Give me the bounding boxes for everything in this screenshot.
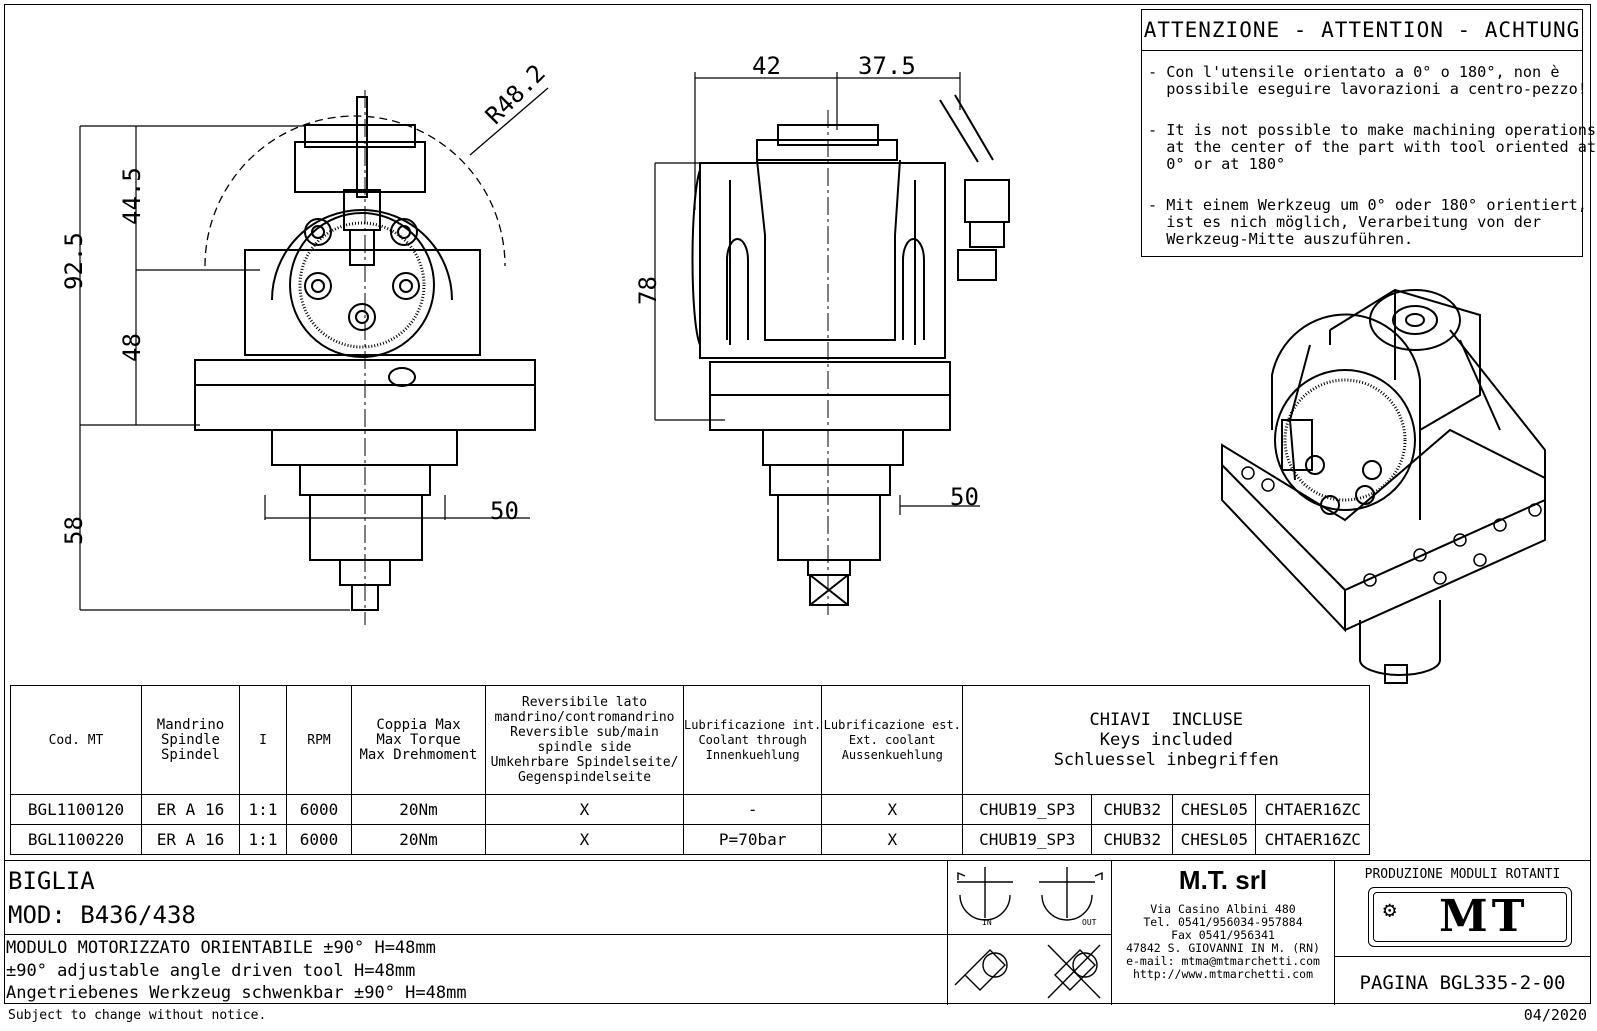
dim-total-height: 92.5 — [60, 232, 88, 290]
brand: BIGLIA — [8, 867, 95, 895]
cell-reversible: X — [485, 824, 684, 855]
desc-german: Angetriebenes Werkzeug schwenkbar ±90° H… — [6, 983, 467, 1003]
dim-side-height: 78 — [634, 276, 662, 305]
rotation-symbols — [954, 867, 1103, 999]
attention-box: ATTENZIONE - ATTENTION - ACHTUNG - Con l… — [1141, 9, 1597, 257]
in-label: IN — [982, 918, 992, 927]
table-header-row: Cod. MT Mandrino Spindle Spindel I RPM C… — [10, 685, 1371, 795]
cell-lub-ext: X — [821, 794, 964, 825]
cell-rpm: 6000 — [286, 824, 352, 855]
company-name: M.T. srl — [1178, 865, 1268, 895]
out-label: OUT — [1082, 918, 1097, 927]
mt-logo: ⚙ MT — [1368, 887, 1572, 947]
side-view — [654, 72, 1010, 615]
header-keys: CHIAVI INCLUSE Keys included Schluessel … — [962, 685, 1371, 795]
gear-icon: ⚙ — [1383, 898, 1397, 923]
header-spindle: Mandrino Spindle Spindel — [141, 685, 240, 795]
isometric-view — [1221, 288, 1546, 684]
spec-table: Cod. MT Mandrino Spindle Spindel I RPM C… — [10, 685, 1371, 855]
dim-side-right: 37.5 — [858, 52, 916, 80]
cell-code: BGL1100220 — [10, 824, 142, 855]
logo-text: MT — [1439, 891, 1529, 942]
attention-english: - It is not possible to make machining o… — [1148, 121, 1597, 173]
header-rpm: RPM — [286, 685, 352, 795]
model: MOD: B436/438 — [8, 901, 196, 929]
page-number: PAGINA BGL335-2-00 — [1359, 972, 1566, 994]
cell-ratio: 1:1 — [239, 824, 287, 855]
dim-bottom-height: 58 — [60, 516, 88, 545]
attention-title: ATTENZIONE - ATTENTION - ACHTUNG — [1142, 10, 1582, 51]
cell-key-2: CHUB32 — [1091, 824, 1174, 855]
cell-spindle: ER A 16 — [141, 824, 240, 855]
header-ratio: I — [239, 685, 287, 795]
cell-lub-ext: X — [821, 824, 964, 855]
dim-side-offset: 50 — [950, 483, 979, 511]
cell-key-2: CHUB32 — [1091, 794, 1174, 825]
attention-german: - Mit einem Werkzeug um 0° oder 180° ori… — [1148, 196, 1587, 248]
cell-ratio: 1:1 — [239, 794, 287, 825]
front-view — [79, 87, 549, 625]
cell-torque: 20Nm — [351, 824, 486, 855]
dim-mid-height: 48 — [118, 333, 146, 362]
desc-english: ±90° adjustable angle driven tool H=48mm — [6, 961, 416, 981]
cell-spindle: ER A 16 — [141, 794, 240, 825]
cell-key-3: CHESL05 — [1172, 824, 1257, 855]
title-block: BIGLIA MOD: B436/438 MODULO MOTORIZZATO … — [4, 860, 1591, 1005]
dim-top-height: 44.5 — [118, 167, 146, 225]
cell-torque: 20Nm — [351, 794, 486, 825]
header-torque: Coppia Max Max Torque Max Drehmoment — [351, 685, 486, 795]
header-code: Cod. MT — [10, 685, 142, 795]
cell-rpm: 6000 — [286, 794, 352, 825]
attention-italian: - Con l'utensile orientato a 0° o 180°, … — [1148, 63, 1587, 98]
header-lub-int: Lubrificazione int. Coolant through Inne… — [682, 685, 823, 795]
revision-date: 04/2020 — [1523, 1006, 1587, 1024]
header-lub-ext: Lubrificazione est. Ext. coolant Aussenk… — [821, 685, 964, 795]
drawing-frame — [4, 4, 1591, 1004]
cell-lub-int: - — [682, 794, 823, 825]
header-reversible: Reversibile lato mandrino/contromandrino… — [485, 685, 684, 795]
cell-lub-int: P=70bar — [682, 824, 823, 855]
cell-key-1: CHUB19_SP3 — [962, 824, 1093, 855]
production-label: PRODUZIONE MODULI ROTANTI — [1364, 867, 1561, 882]
cell-key-1: CHUB19_SP3 — [962, 794, 1093, 825]
cell-code: BGL1100120 — [10, 794, 142, 825]
cell-key-4: CHTAER16ZC — [1255, 824, 1371, 855]
dim-front-offset: 50 — [490, 497, 519, 525]
table-row: BGL1100220 ER A 16 1:1 6000 20Nm X P=70b… — [10, 824, 1371, 855]
cell-key-4: CHTAER16ZC — [1255, 794, 1371, 825]
cell-key-3: CHESL05 — [1172, 794, 1257, 825]
desc-italian: MODULO MOTORIZZATO ORIENTABILE ±90° H=48… — [6, 938, 436, 958]
dim-side-left: 42 — [752, 52, 781, 80]
company-address: Via Casino Albini 480 Tel. 0541/956034-9… — [1126, 902, 1320, 981]
cell-reversible: X — [485, 794, 684, 825]
table-row: BGL1100120 ER A 16 1:1 6000 20Nm X - X C… — [10, 794, 1371, 825]
change-notice: Subject to change without notice. — [8, 1008, 267, 1023]
